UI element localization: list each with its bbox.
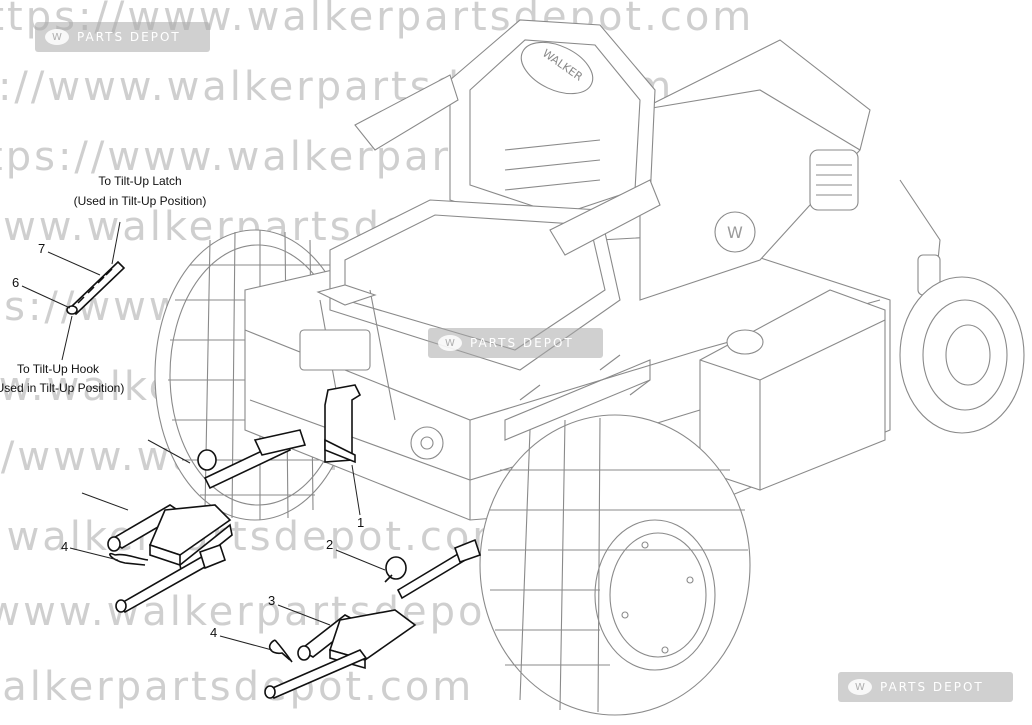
hook-note-line1: To Tilt-Up Hook — [17, 362, 100, 376]
hitch-bracket-part — [324, 384, 362, 464]
left-axle-stub — [197, 429, 307, 490]
badge-text: PARTS DEPOT — [470, 336, 574, 350]
badge-text: PARTS DEPOT — [880, 680, 984, 694]
walker-logo-icon: W — [848, 679, 872, 695]
badge-text: PARTS DEPOT — [77, 30, 181, 44]
engine-hood: W — [639, 39, 871, 301]
watermark-text: https://www.walkerpartsdepot.com — [0, 664, 474, 710]
latch-note-line2: (Used in Tilt-Up Position) — [74, 194, 207, 208]
callout-6: 6 — [12, 275, 19, 290]
mower-tractor: W WALKER — [154, 19, 1025, 716]
hair-pin-lower — [268, 639, 293, 663]
watermark-badge-center: W PARTS DEPOT — [428, 328, 603, 358]
hitch-assembly-lower — [264, 609, 417, 699]
tilt-up-notes: To Tilt-Up Latch (Used in Tilt-Up Positi… — [0, 174, 206, 395]
callout-2: 2 — [326, 537, 333, 552]
walker-logo-icon: W — [438, 335, 462, 351]
callout-7: 7 — [38, 241, 45, 256]
hitch-assembly-upper — [107, 504, 233, 613]
right-axle-stub — [396, 538, 482, 600]
tilt-up-chain-part — [66, 260, 126, 316]
callout-4-lower: 4 — [210, 625, 217, 640]
hair-pin-upper — [109, 552, 149, 566]
operator-seat: WALKER — [329, 19, 661, 371]
watermark-badge-top-left: W PARTS DEPOT — [35, 22, 210, 52]
caster-wheel — [899, 179, 1025, 434]
control-levers — [299, 284, 651, 460]
latch-note-line1: To Tilt-Up Latch — [98, 174, 181, 188]
callout-4-upper: 4 — [61, 539, 68, 554]
callout-1: 1 — [357, 515, 364, 530]
svg-text:W: W — [727, 223, 743, 242]
parts-group — [66, 260, 482, 699]
callout-numbers: 1 2 3 4 4 6 7 — [12, 241, 364, 640]
walker-logo-icon: W — [45, 29, 69, 45]
fuel-tank — [699, 289, 886, 491]
watermark-badge-bottom-right: W PARTS DEPOT — [838, 672, 1013, 702]
hook-note-line2: (Used in Tilt-Up Position) — [0, 381, 124, 395]
watermark-text: https://www.walkerpartsdepot.com — [0, 514, 514, 560]
leader-lines — [21, 221, 386, 651]
hitch-pin-part — [384, 556, 407, 583]
right-rear-tire — [479, 414, 751, 716]
callout-3: 3 — [268, 593, 275, 608]
